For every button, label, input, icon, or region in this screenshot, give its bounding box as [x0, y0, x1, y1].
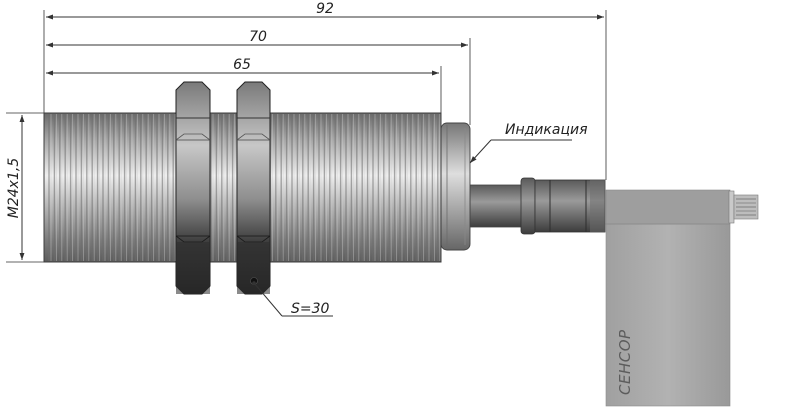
- cable-wires: [728, 190, 759, 224]
- callout-indication: Индикация: [469, 122, 588, 164]
- dim-70-label: 70: [249, 29, 267, 45]
- indication-label: Индикация: [505, 122, 588, 138]
- indicator-cap: [440, 122, 471, 251]
- dimension-diameter: M24x1,5: [6, 115, 25, 260]
- dimension-body: 70: [46, 29, 468, 48]
- connector: [469, 177, 606, 235]
- nut-right: [236, 81, 271, 295]
- nut-left: [175, 81, 211, 295]
- dim-65-label: 65: [233, 57, 251, 73]
- dimension-thread: 65: [46, 57, 439, 76]
- cable: СЕНСОР: [605, 189, 731, 407]
- dim-92-label: 92: [316, 1, 334, 17]
- wrench-size-label: S=30: [291, 301, 330, 317]
- callout-wrench: S=30: [252, 281, 333, 317]
- extension-lines: [6, 10, 607, 263]
- dimension-total: 92: [46, 1, 604, 20]
- cable-label: СЕНСОР: [616, 329, 634, 395]
- dim-m24-label: M24x1,5: [6, 158, 22, 219]
